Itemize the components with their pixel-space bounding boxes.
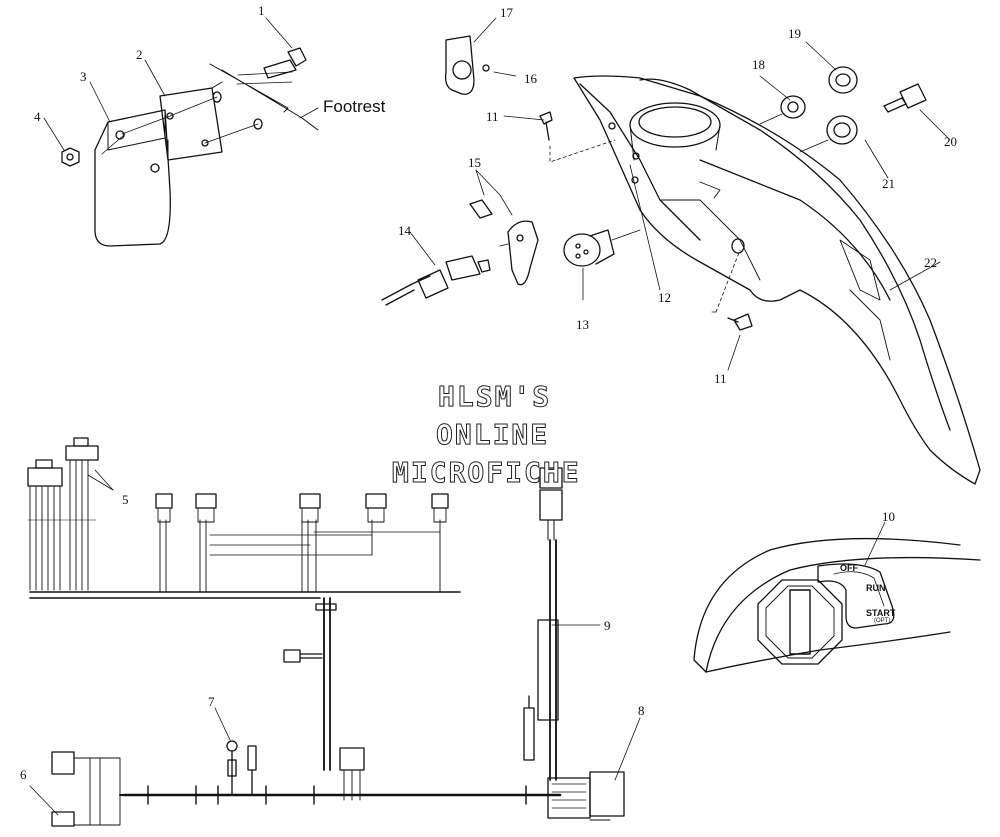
- lever-15: [499, 220, 539, 286]
- watermark-line2: ONLINE: [435, 418, 550, 452]
- callout-7: 7: [208, 694, 215, 709]
- screw-11-top: [539, 111, 616, 163]
- mud-flap-group: [61, 47, 319, 247]
- mud-flap: [94, 109, 171, 247]
- callout-8: 8: [638, 703, 645, 718]
- nut-18: [759, 95, 806, 125]
- switch-label-off: OFF: [840, 563, 858, 573]
- callout-5: 5: [122, 492, 129, 507]
- callout-15: 15: [468, 155, 481, 170]
- switch-inset: [693, 537, 981, 673]
- callout-18: 18: [752, 57, 765, 72]
- callout-10: 10: [882, 509, 895, 524]
- washer-21: [799, 115, 858, 153]
- key-slot-octagon: [757, 579, 843, 665]
- switch-label-start: START: [866, 608, 896, 618]
- callout-14: 14: [398, 223, 411, 238]
- bolt: [263, 47, 307, 79]
- callout-3: 3: [80, 69, 87, 84]
- callout-17: 17: [500, 5, 513, 20]
- callout-16: 16: [524, 71, 537, 86]
- callout-1: 1: [258, 3, 265, 18]
- key-20: [883, 83, 927, 113]
- bracket-17: [444, 35, 490, 95]
- screw-11-bottom: [711, 249, 753, 331]
- watermark-line3: MICROFICHE: [392, 456, 581, 490]
- ignition-switch-13: [563, 229, 641, 267]
- nut: [61, 147, 80, 167]
- switch-label-run: RUN: [866, 583, 886, 593]
- nut-19: [828, 66, 858, 94]
- callout-4: 4: [34, 109, 41, 124]
- callout-9: 9: [604, 618, 611, 633]
- callout-11-bottom: 11: [714, 371, 727, 386]
- hood-22: [573, 75, 981, 485]
- callout-20: 20: [944, 134, 957, 149]
- callout-11-top: 11: [486, 109, 499, 124]
- callout-19: 19: [788, 26, 801, 41]
- callout-6: 6: [20, 767, 27, 782]
- switch-label-opt: (OPT): [874, 618, 891, 624]
- spacer-plate: [159, 87, 223, 161]
- callout-2: 2: [136, 47, 143, 62]
- switch-label-plate: [817, 563, 895, 629]
- callout-22: 22: [924, 255, 937, 270]
- watermark-line1: HLSM'S: [437, 380, 552, 414]
- footrest-label: Footrest: [323, 97, 386, 116]
- cable-14: [381, 255, 491, 306]
- callout-13: 13: [576, 317, 589, 332]
- callout-21: 21: [882, 176, 895, 191]
- wiring-harness: [27, 437, 625, 827]
- leader-lines: [29, 17, 951, 816]
- callout-12: 12: [658, 290, 671, 305]
- roll-pin-15: [469, 199, 493, 219]
